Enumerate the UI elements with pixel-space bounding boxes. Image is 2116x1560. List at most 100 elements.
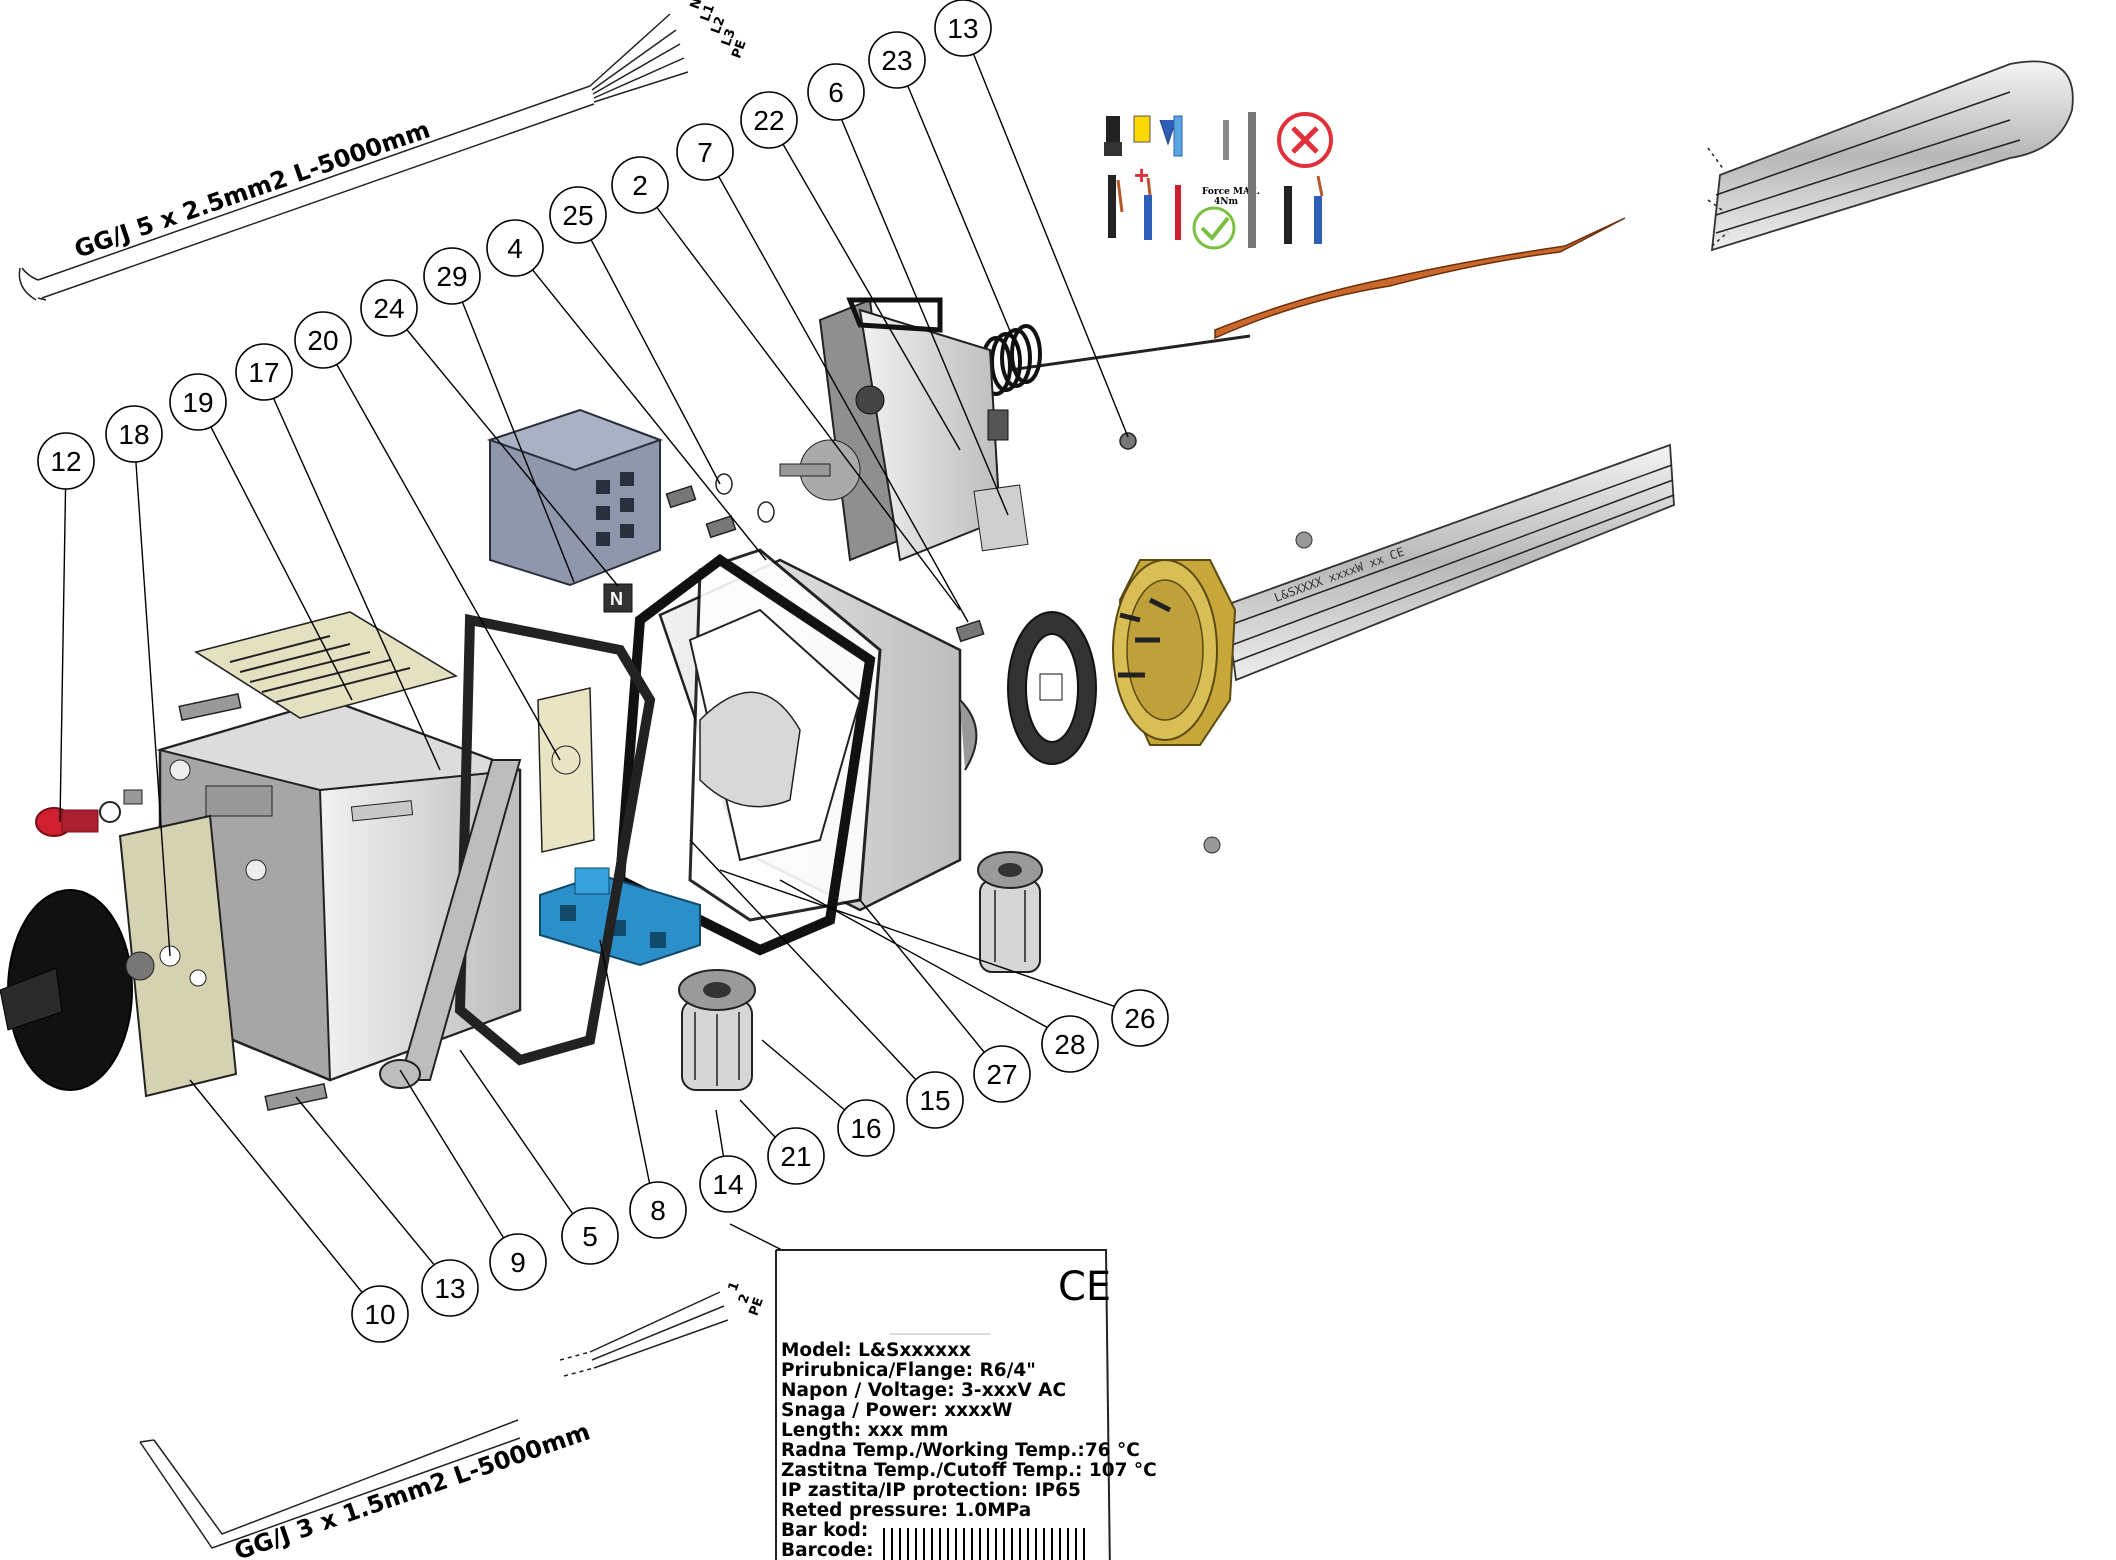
thermostat-capillary	[980, 217, 1626, 396]
terminal-block	[539, 867, 701, 967]
callout-23: 23	[868, 31, 926, 89]
wire-tag-l1: L1	[698, 2, 718, 23]
info-label-plate	[194, 611, 459, 719]
cable-gland-large	[678, 969, 756, 1091]
svg-text:24: 24	[373, 293, 404, 324]
callout-12: 13	[934, 0, 992, 57]
callout-20: 20	[294, 311, 352, 369]
wire-tag-pe: PE	[729, 38, 749, 60]
svg-text:13: 13	[947, 13, 978, 44]
callout-26: 26	[1111, 989, 1169, 1047]
svg-text:15: 15	[919, 1085, 950, 1116]
connector-socket: N	[486, 408, 663, 613]
callout-2: 2	[611, 156, 669, 214]
callout-28: 28	[1041, 1015, 1099, 1073]
svg-text:9: 9	[510, 1247, 526, 1278]
svg-text:18: 18	[118, 419, 149, 450]
svg-text:22: 22	[753, 105, 784, 136]
cover-frame	[379, 759, 522, 1089]
label-power: Snaga / Power: xxxxW	[781, 1400, 1012, 1421]
wiring-plate	[537, 687, 595, 853]
callout-24: 24	[360, 279, 418, 337]
callout-25: 25	[549, 186, 607, 244]
callout-13: 13	[421, 1259, 479, 1317]
label-voltage: Napon / Voltage: 3-xxxV AC	[781, 1380, 1066, 1401]
svg-text:7: 7	[697, 137, 713, 168]
wire-tag-l3: L3	[719, 27, 739, 48]
indicator-lamp	[35, 789, 143, 837]
callout-16: 16	[837, 1099, 895, 1157]
svg-text:5: 5	[582, 1221, 598, 1252]
label-model: Model: L&Sxxxxxx	[781, 1340, 971, 1361]
torque-text: Force MAX.	[1202, 187, 1260, 197]
flange-gasket	[1007, 611, 1097, 765]
svg-text:6: 6	[828, 77, 844, 108]
label-flange: Prirubnica/Flange: R6/4"	[781, 1360, 1036, 1381]
wire-tag-n: N	[688, 0, 706, 11]
ce-mark: CE	[1058, 1264, 1111, 1310]
svg-text:8: 8	[650, 1195, 666, 1226]
sensor-cable-label: GG/J 3 x 1.5mm2 L-5000mm	[231, 1417, 594, 1560]
callout-7: 7	[676, 123, 734, 181]
barcode	[883, 1528, 1085, 1560]
svg-text:14: 14	[712, 1169, 743, 1200]
cable-gland-small	[977, 851, 1043, 973]
callout-27: 27	[973, 1045, 1031, 1103]
callout-11: 12	[37, 432, 95, 490]
callout-9: 9	[489, 1233, 547, 1291]
svg-text:27: 27	[986, 1059, 1017, 1090]
product-label: CE Model: L&Sxxxxxx Prirubnica/Flange: R…	[775, 1249, 1157, 1560]
power-cable-5-core: GG/J 5 x 2.5mm2 L-5000mm N L1 L2 L3 PE	[18, 0, 750, 301]
svg-text:10: 10	[364, 1299, 395, 1330]
callouts: 13 23 6 22 7 2 25 4 29 24 20 17 19 18 12…	[37, 0, 1169, 1343]
n-marker-icon	[603, 583, 633, 613]
separator-bar	[1248, 112, 1256, 248]
pin-terminal-icon	[1173, 115, 1183, 157]
callout-10: 10	[351, 1285, 409, 1343]
svg-text:12: 12	[50, 446, 81, 477]
label-barcode: Barcode:	[781, 1540, 874, 1560]
svg-text:26: 26	[1124, 1003, 1155, 1034]
heating-element-tubes: L&SXXXX xxxxW xx CE	[1225, 60, 2074, 682]
callout-19: 19	[169, 373, 227, 431]
svg-text:28: 28	[1054, 1029, 1085, 1060]
callout-17: 17	[235, 343, 293, 401]
label-lines: Model: L&Sxxxxxx Prirubnica/Flange: R6/4…	[781, 1340, 1157, 1560]
terminal-screws	[665, 432, 1137, 643]
label-cutoff-temp: Zastitna Temp./Cutoff Temp.: 107 °C	[781, 1460, 1157, 1481]
svg-text:2: 2	[632, 170, 648, 201]
callout-29: 29	[423, 247, 481, 305]
torque-value-text: 4Nm	[1214, 197, 1238, 207]
svg-text:13: 13	[434, 1273, 465, 1304]
leader-lines	[59, 27, 1149, 1313]
callout-5: 5	[561, 1207, 619, 1265]
callout-18: 18	[105, 405, 163, 463]
callout-15: 15	[906, 1071, 964, 1129]
svg-text:4: 4	[507, 233, 523, 264]
svg-text:17: 17	[248, 357, 279, 388]
label-pressure: Reted pressure: 1.0MPa	[781, 1500, 1031, 1521]
wiring-instructions: + Force MAX. 4Nm	[1104, 112, 1333, 250]
label-length: Length: xxx mm	[781, 1420, 948, 1441]
callout-4: 4	[486, 219, 544, 277]
svg-text:21: 21	[780, 1141, 811, 1172]
fork-terminal-icon	[1159, 119, 1177, 146]
yellow-ferrule-icon	[1133, 115, 1151, 143]
sensor-cable-3-core: GG/J 3 x 1.5mm2 L-5000mm 1 2 PE	[139, 1280, 767, 1560]
svg-text:29: 29	[436, 261, 467, 292]
callout-21: 21	[767, 1127, 825, 1185]
wire-tag-pe: PE	[747, 1296, 767, 1318]
svg-text:16: 16	[850, 1113, 881, 1144]
wire-tag-l2: L2	[709, 15, 729, 36]
callout-6: 6	[807, 63, 865, 121]
svg-text:N: N	[610, 589, 623, 609]
rotary-knob	[0, 889, 155, 1091]
svg-text:25: 25	[562, 200, 593, 231]
housing-base	[614, 548, 978, 956]
wire-tag-1: 1	[726, 1280, 743, 1294]
plus-icon: +	[1134, 160, 1149, 190]
svg-text:23: 23	[881, 45, 912, 76]
callout-8: 8	[629, 1181, 687, 1239]
callout-14: 14	[699, 1155, 757, 1213]
